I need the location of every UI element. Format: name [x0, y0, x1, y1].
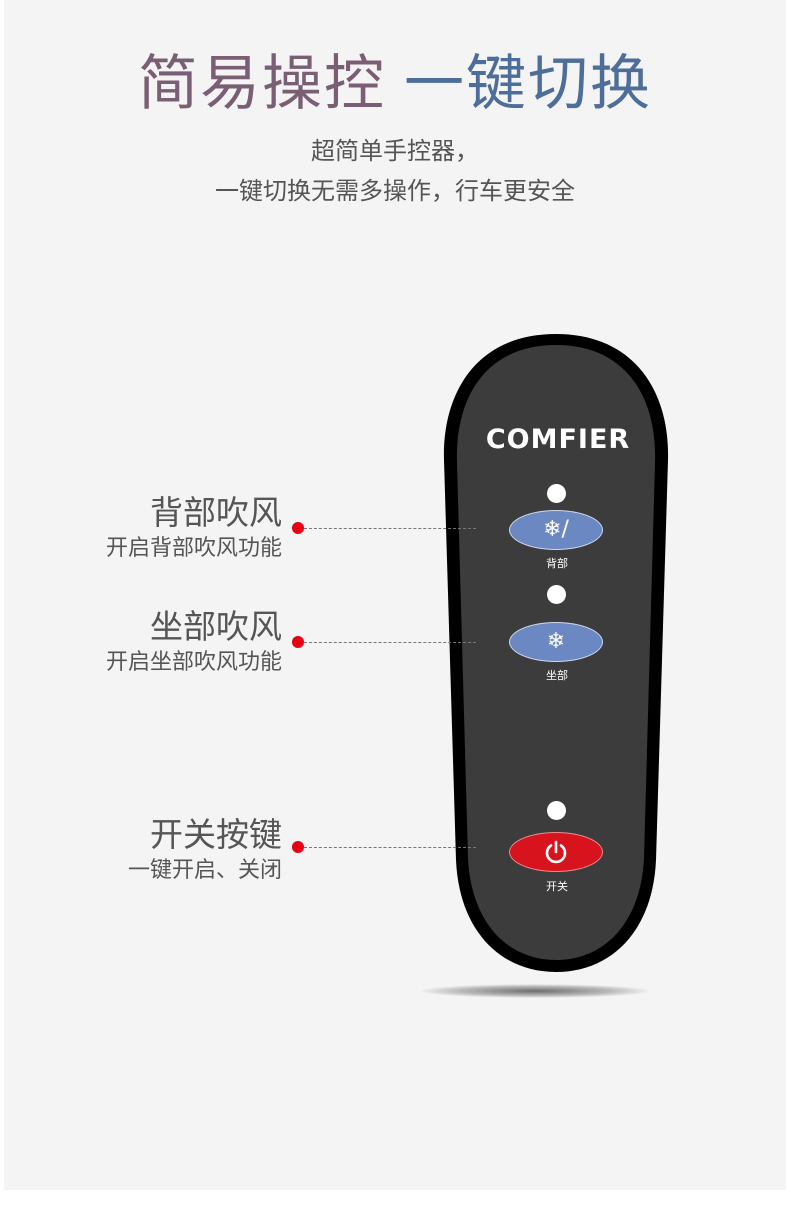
power-button-label: 开关 [546, 880, 568, 893]
callout-dot-power [292, 841, 304, 853]
brand-logo: COMFIER [485, 424, 631, 455]
leader-line-seat [304, 642, 476, 643]
leader-line-back [304, 528, 476, 529]
callout-dot-back [292, 522, 304, 534]
back-fan-button[interactable]: ❄/ [509, 510, 603, 550]
callout-power: 开关按键 一键开启、关闭 [128, 814, 282, 886]
snowflake-back-icon: ❄/ [543, 517, 569, 542]
subtitle-line-1: 超简单手控器， [311, 137, 479, 165]
callout-desc: 一键开启、关闭 [127, 858, 282, 883]
leader-line-power [304, 847, 476, 848]
title-part-1: 简易操控 [138, 49, 386, 119]
title-part-2: 一键切换 [404, 49, 652, 119]
callout-title: 背部吹风 [150, 493, 282, 532]
callout-back-fan: 背部吹风 开启背部吹风功能 [106, 492, 282, 564]
snowflake-seat-icon: ❄ [546, 629, 566, 654]
seat-fan-button[interactable]: ❄ [509, 622, 603, 662]
callout-desc: 开启背部吹风功能 [105, 536, 282, 561]
seat-button-label: 坐部 [546, 669, 568, 682]
callout-title: 开关按键 [150, 815, 282, 854]
callout-desc: 开启坐部吹风功能 [105, 650, 282, 675]
seat-indicator-led [547, 585, 566, 604]
page-title: 简易操控一键切换 [0, 46, 790, 122]
remote-shadow [420, 984, 650, 998]
callout-title: 坐部吹风 [150, 607, 282, 646]
power-button[interactable] [509, 832, 603, 872]
power-icon [545, 840, 567, 864]
power-indicator-led [547, 801, 566, 820]
back-button-label: 背部 [546, 557, 568, 570]
callout-dot-seat [292, 636, 304, 648]
callout-seat-fan: 坐部吹风 开启坐部吹风功能 [106, 606, 282, 678]
back-indicator-led [547, 484, 566, 503]
subtitle-line-2: 一键切换无需多操作，行车更安全 [215, 177, 575, 205]
